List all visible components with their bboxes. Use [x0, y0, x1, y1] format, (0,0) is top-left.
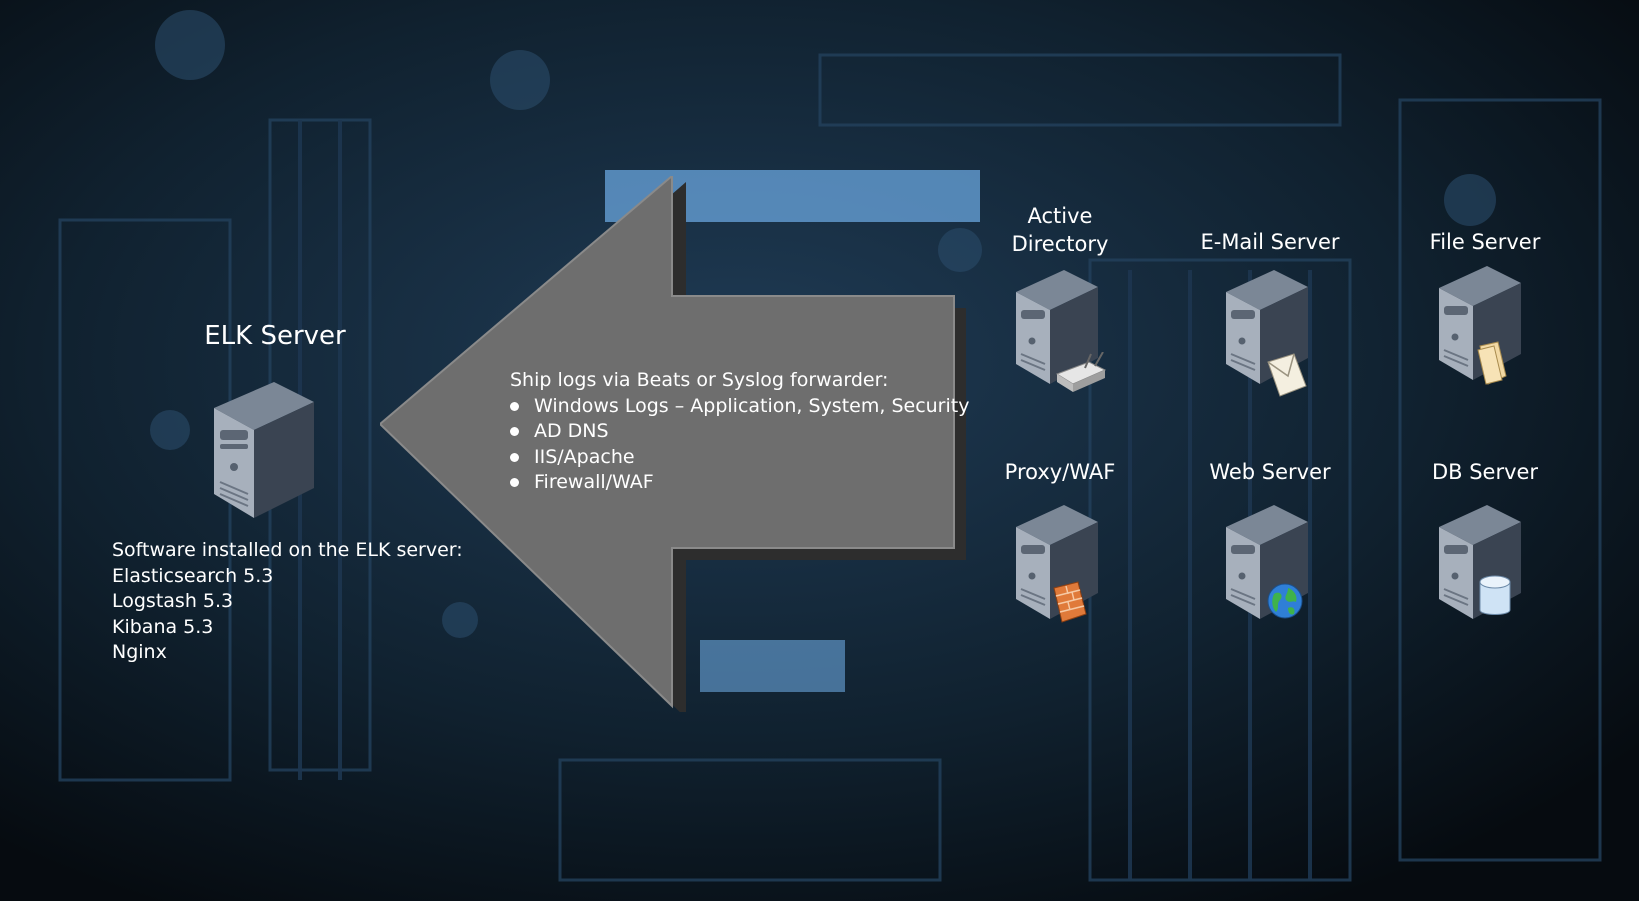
- software-item: Elasticsearch 5.3: [112, 564, 274, 587]
- label-line: Active: [1027, 204, 1093, 228]
- file-server-label: File Server: [1429, 230, 1541, 254]
- label-line: Directory: [1011, 232, 1109, 256]
- db-server-label: DB Server: [1431, 460, 1539, 484]
- software-item: Nginx: [112, 641, 167, 663]
- router-icon: [1055, 351, 1107, 398]
- email-server-label: E-Mail Server: [1200, 230, 1340, 254]
- elk-server-icon: [210, 372, 320, 522]
- envelope-icon: [1266, 352, 1308, 402]
- software-item: Kibana 5.3: [112, 615, 214, 638]
- log-source-item: AD DNS: [510, 419, 969, 445]
- log-source-item: IIS/Apache: [510, 445, 969, 471]
- ship-logs-text: Ship logs via Beats or Syslog forwarder:…: [510, 368, 969, 496]
- firewall-icon: [1052, 580, 1088, 628]
- elk-server-title: ELK Server: [204, 321, 346, 351]
- ship-logs-heading: Ship logs via Beats or Syslog forwarder:: [510, 369, 889, 391]
- log-source-item: Firewall/WAF: [510, 470, 969, 496]
- proxy-waf-label: Proxy/WAF: [1004, 460, 1116, 484]
- active-directory-label: Active Directory: [990, 202, 1130, 258]
- folder-icon: [1476, 340, 1510, 390]
- globe-icon: [1266, 582, 1304, 624]
- database-icon: [1478, 574, 1512, 622]
- software-item: Logstash 5.3: [112, 590, 234, 612]
- log-source-item: Windows Logs – Application, System, Secu…: [510, 394, 969, 420]
- active-directory-server-icon: [1012, 262, 1102, 387]
- log-flow-arrow: [380, 176, 966, 712]
- elk-software-list: Software installed on the ELK server: El…: [112, 538, 463, 666]
- software-heading: Software installed on the ELK server:: [112, 539, 463, 561]
- web-server-label: Web Server: [1209, 460, 1331, 484]
